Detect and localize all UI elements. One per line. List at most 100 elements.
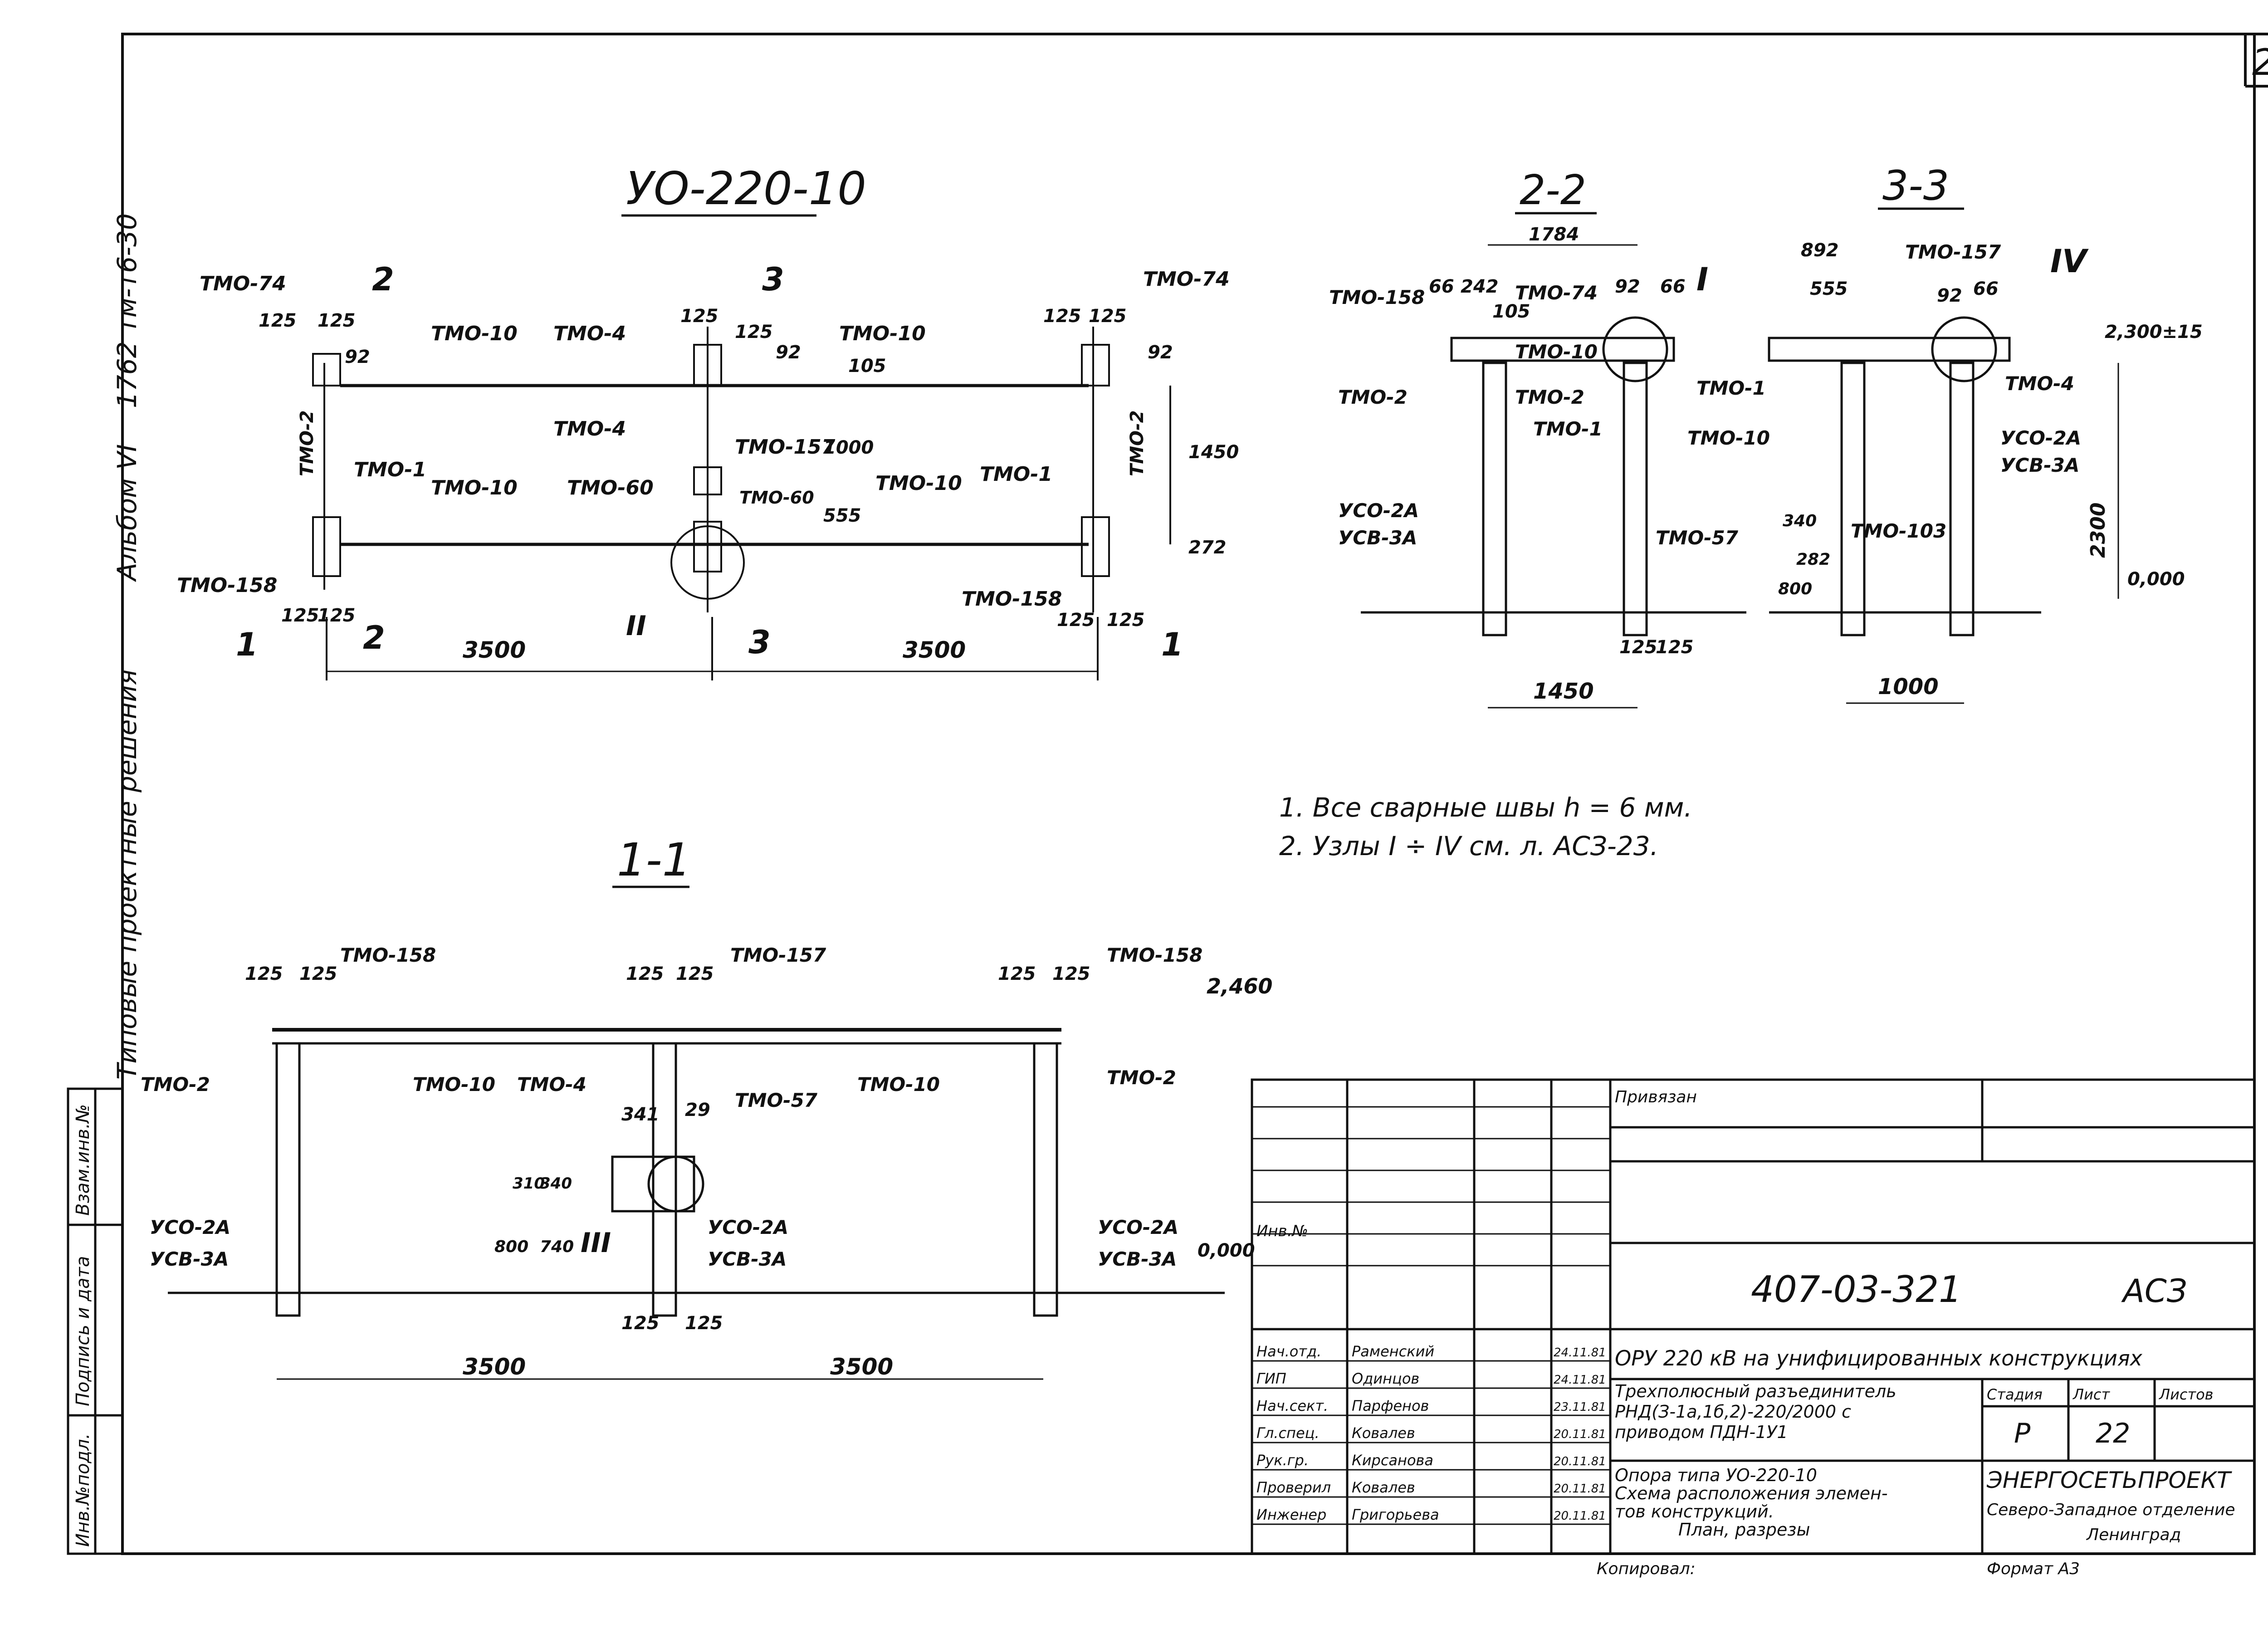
plan-dim: 125 bbox=[735, 322, 773, 342]
sec11-dim: 125 bbox=[626, 964, 664, 984]
plan-label: ТМО-10 bbox=[431, 476, 518, 499]
sheet-frame bbox=[121, 33, 2268, 1555]
plan-label: ТМО-158 bbox=[177, 574, 277, 597]
plan-label: ТМО-74 bbox=[1143, 268, 1230, 291]
sec33-node: IV bbox=[2050, 243, 2089, 280]
sec11-dim: 740 bbox=[540, 1238, 574, 1256]
tb-date: 20.11.81 bbox=[1554, 1428, 1606, 1441]
plan-label: ТМО-158 bbox=[962, 587, 1062, 611]
stamp-podpis: Подпись и дата bbox=[73, 1256, 93, 1406]
tb-name: Кирсанова bbox=[1352, 1452, 1433, 1469]
tb-role: Нач.сект. bbox=[1256, 1397, 1328, 1414]
tb-name: Одинцов bbox=[1352, 1370, 1419, 1387]
tb-date: 23.11.81 bbox=[1554, 1400, 1606, 1414]
sec22-label: ТМО-1 bbox=[1696, 377, 1766, 399]
tb-role: Проверил bbox=[1256, 1479, 1331, 1496]
sec11-label: УСВ-3А bbox=[150, 1248, 229, 1270]
sec33-dim: 892 bbox=[1801, 240, 1839, 261]
sec33-label: ТМО-157 bbox=[1905, 241, 2001, 263]
tb-role: Рук.гр. bbox=[1256, 1452, 1309, 1469]
tb-date: 20.11.81 bbox=[1554, 1482, 1606, 1496]
tb-format: Формат А3 bbox=[1987, 1560, 2080, 1578]
sec11-node: III bbox=[581, 1227, 611, 1259]
tb-date: 24.11.81 bbox=[1554, 1346, 1606, 1360]
plan-dim: 105 bbox=[848, 356, 886, 377]
sec11-title: 1-1 bbox=[617, 833, 691, 886]
sec33-label: ТМО-10 bbox=[1687, 427, 1770, 449]
sec11-dim: 310 bbox=[513, 1174, 545, 1193]
tb-stage-head: Стадия bbox=[1987, 1386, 2043, 1403]
sec11-dim: 800 bbox=[494, 1238, 528, 1256]
tb-desc2-line: Схема расположения элемен- bbox=[1615, 1483, 1888, 1503]
sec22-dim: 125 bbox=[1619, 637, 1657, 658]
plan-dim: 92 bbox=[345, 347, 370, 367]
sec22-label: ТМО-10 bbox=[1515, 341, 1598, 363]
plan-dim: 1450 bbox=[1188, 442, 1239, 463]
sec22-label: УСВ-3А bbox=[1338, 527, 1417, 549]
plan-label: ТМО-60 bbox=[567, 476, 654, 499]
plan-dim: 125 bbox=[1089, 306, 1127, 327]
sec22-title: 2-2 bbox=[1520, 166, 1586, 214]
plan-node: II bbox=[626, 610, 646, 642]
tb-org3: Ленинград bbox=[2086, 1526, 2181, 1544]
sec11-label: ТМО-57 bbox=[735, 1089, 818, 1111]
plan-cut: 3 bbox=[748, 624, 771, 661]
sec11-dim: 341 bbox=[621, 1104, 660, 1125]
sec11-dim: 0,000 bbox=[1198, 1240, 1255, 1261]
sec11-label: ТМО-2 bbox=[141, 1073, 210, 1096]
tb-name: Ковалев bbox=[1352, 1479, 1415, 1496]
tb-sheets-head: Листов bbox=[2159, 1386, 2214, 1403]
note-2: 2. Узлы I ÷ IV см. л. АСЗ-23. bbox=[1279, 831, 1658, 861]
plan-dim: 92 bbox=[1148, 342, 1173, 363]
side-stamp-strip bbox=[67, 1087, 124, 1555]
sec22-dim: 1450 bbox=[1533, 679, 1594, 704]
tb-org1: ЭНЕРГОСЕТЬПРОЕКТ bbox=[1986, 1467, 2232, 1493]
tb-privyazan: Привязан bbox=[1615, 1088, 1697, 1106]
plan-dim: 555 bbox=[823, 505, 861, 526]
sec11-dim: 125 bbox=[245, 964, 283, 984]
sec22-dim: 66 bbox=[1660, 276, 1686, 297]
tb-name: Ковалев bbox=[1352, 1424, 1415, 1442]
plan-view: УО-220-10 ТМО-74 ТМО-74 ТМО-10 ТМО-4 ТМО… bbox=[177, 162, 1239, 680]
plan-title: УО-220-10 bbox=[626, 162, 866, 215]
sec22-dim: 66 bbox=[1429, 276, 1454, 297]
sec33-title: 3-3 bbox=[1882, 162, 1949, 210]
plan-cut: 1 bbox=[1161, 626, 1183, 663]
sec11-label: ТМО-157 bbox=[730, 944, 826, 966]
plan-label: ТМО-2 bbox=[1127, 410, 1148, 476]
tb-role: Нач.отд. bbox=[1256, 1343, 1321, 1360]
tb-role: ГИП bbox=[1256, 1370, 1286, 1387]
sec11-dim: 125 bbox=[299, 964, 337, 984]
sec33-dim: 0,000 bbox=[2127, 569, 2185, 590]
side-typical: Типовые проектные решения bbox=[112, 669, 142, 1080]
tb-role: Гл.спец. bbox=[1256, 1424, 1320, 1442]
tb-desc1-line: Трехполюсный разъединитель bbox=[1615, 1381, 1897, 1401]
sec33-dim: 1000 bbox=[1878, 674, 1939, 700]
sec11-dim: 340 bbox=[540, 1174, 572, 1193]
sec33-dim: 66 bbox=[1973, 279, 1999, 299]
tb-desc2-line: тов конструкций. bbox=[1615, 1502, 1774, 1521]
plan-cut: 3 bbox=[762, 261, 784, 298]
tb-name: Парфенов bbox=[1352, 1397, 1429, 1414]
tb-sheet-head: Лист bbox=[2072, 1386, 2110, 1403]
plan-label: ТМО-74 bbox=[200, 272, 286, 295]
sec11-label: ТМО-2 bbox=[1107, 1067, 1176, 1089]
tb-org2: Северо-Западное отделение bbox=[1987, 1501, 2235, 1519]
tb-project: ОРУ 220 кВ на унифицированных конструкци… bbox=[1615, 1346, 2143, 1370]
plan-dim: 125 bbox=[680, 306, 719, 327]
sec22-dim: 1784 bbox=[1529, 224, 1579, 245]
sec22-label: ТМО-1 bbox=[1533, 418, 1603, 440]
plan-dim: 125 bbox=[259, 310, 297, 331]
plan-cut: 2 bbox=[372, 261, 394, 298]
plan-label: ТМО-2 bbox=[297, 410, 318, 476]
sec11-dim: 125 bbox=[1052, 964, 1090, 984]
plan-label: ТМО-4 bbox=[553, 322, 626, 345]
side-code: 1762 тм-т6-30 bbox=[112, 213, 142, 408]
sec11-dim: 125 bbox=[998, 964, 1036, 984]
sec11-label: ТМО-158 bbox=[340, 944, 436, 966]
tb-code: 407-03-321 bbox=[1751, 1268, 1962, 1311]
section-3-3: 3-3 ТМО-157 ТМО-4 ТМО-10 УСО-2А УСВ-3А Т… bbox=[1656, 162, 2203, 704]
tb-name: Раменский bbox=[1352, 1343, 1434, 1360]
sec33-label: ТМО-4 bbox=[2005, 372, 2074, 395]
